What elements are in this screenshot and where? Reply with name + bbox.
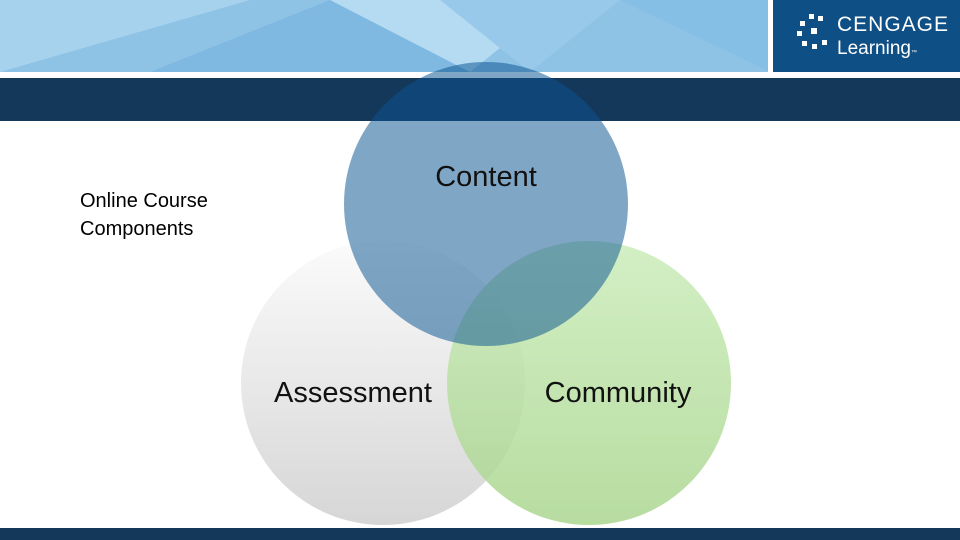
venn-circle-content [344,62,628,346]
venn-label-assessment: Assessment [274,377,432,409]
band-pattern [0,0,770,72]
slide-label: Online Course Components [80,190,208,240]
venn-label-community: Community [545,377,692,409]
logo-subwordmark: Learning™ [837,38,917,59]
footer-bar [0,528,960,540]
trademark-symbol: ™ [910,50,917,56]
logo-wordmark: CENGAGE [837,13,950,36]
venn-label-content: Content [435,161,537,193]
cengage-logo: CENGAGE Learning™ [768,0,960,72]
cengage-logo-icon [797,14,827,49]
